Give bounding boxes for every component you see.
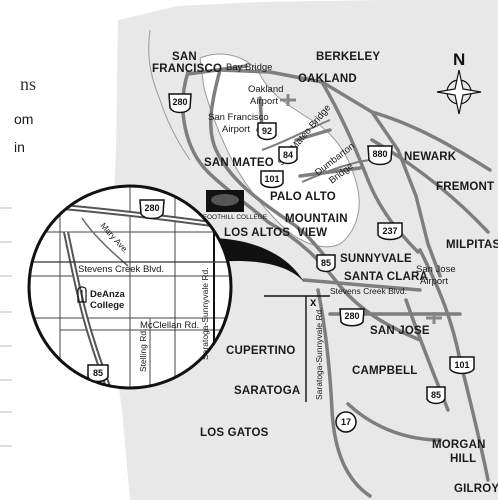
label-sunnyvale: SUNNYVALE: [340, 253, 412, 265]
shield-r85-south: 85: [426, 386, 446, 405]
svg-text:85: 85: [321, 258, 331, 268]
inset-border: [27, 184, 233, 390]
label-oakland-airport-1: Oakland: [248, 84, 283, 95]
label-mountain-view-1: MOUNTAIN: [285, 213, 348, 225]
label-foothill-college: FOOTHILL COLLEGE: [203, 214, 268, 221]
svg-text:280: 280: [144, 203, 159, 213]
inset-label-mcclellan: McClellan Rd.: [140, 320, 199, 331]
label-sf-airport-1: San Francisco: [208, 112, 269, 123]
north-label: N: [453, 50, 465, 69]
inset-label-stevens-creek: Stevens Creek Blvd.: [78, 264, 164, 275]
de-anza-college-logo: [77, 286, 87, 303]
shield-r85-main: 85: [316, 254, 336, 273]
svg-text:280: 280: [344, 311, 359, 321]
highway-shields: 280 92 84 880 101 237 85 280: [168, 93, 475, 433]
label-san-francisco-2: FRANCISCO: [152, 63, 222, 75]
label-sj-airport-1: San Jose: [416, 264, 456, 275]
label-oakland-airport-2: Airport: [250, 96, 278, 107]
callout-pointer: [214, 238, 330, 402]
svg-text:101: 101: [454, 360, 469, 370]
label-santa-clara: SANTA CLARA: [344, 271, 428, 283]
inset-label-de-anza-1: DeAnza: [90, 289, 126, 300]
label-san-jose: SAN JOSE: [370, 325, 430, 337]
bridge-lines: [261, 119, 371, 183]
label-gilroy: GILROY: [454, 483, 498, 495]
airplane-icon: [426, 312, 442, 324]
label-mountain-view-2: VIEW: [297, 227, 327, 239]
inset-shield-280: 280: [139, 199, 165, 220]
label-los-altos: LOS ALTOS: [224, 227, 290, 239]
label-los-gatos: LOS GATOS: [200, 427, 269, 439]
svg-text:92: 92: [262, 126, 272, 136]
shield-r101-south: 101: [449, 356, 475, 375]
label-morgan-hill-2: HILL: [450, 453, 476, 465]
label-milpitas: MILPITAS: [446, 239, 498, 251]
label-cupertino: CUPERTINO: [226, 345, 296, 357]
label-fremont: FREMONT: [436, 181, 494, 193]
shield-r92: 92: [257, 122, 277, 141]
edge-line2-fragment: in: [14, 139, 25, 155]
inset-label-de-anza-2: College: [90, 300, 124, 311]
svg-text:237: 237: [382, 226, 397, 236]
label-saratoga: SARATOGA: [234, 385, 300, 397]
airplane-icon: [280, 94, 296, 106]
svg-text:280: 280: [172, 97, 187, 107]
label-saratoga-sunnyvale-main: Saratoga-Sunnyvale Rd.: [314, 307, 324, 400]
svg-text:880: 880: [372, 149, 387, 159]
label-bay-bridge: Bay Bridge: [226, 62, 272, 73]
shield-r101-palo-alto: 101: [260, 170, 284, 189]
label-san-francisco-1: SAN: [172, 51, 197, 63]
label-sf-airport-2: Airport: [222, 124, 250, 135]
shield-i880: 880: [367, 145, 393, 166]
label-campbell: CAMPBELL: [352, 365, 418, 377]
label-x-marker: x: [310, 297, 317, 309]
inset-label-saratoga-sunnyvale: Saratoga-Sunnyvale Rd.: [200, 267, 210, 360]
label-berkeley: BERKELEY: [316, 51, 380, 63]
shield-r84: 84: [278, 146, 298, 165]
edge-heading-fragment: ns: [20, 74, 36, 94]
ocean-shore: [148, 29, 191, 161]
edge-table-rules: [0, 207, 12, 447]
inset-shield-85: 85: [87, 364, 109, 383]
foothill-college-logo: [206, 190, 244, 212]
label-oakland: OAKLAND: [298, 73, 357, 85]
shield-i280-sj: 280: [339, 308, 365, 327]
inset-label-stelling: Stelling Rd.: [138, 329, 148, 372]
label-newark: NEWARK: [404, 151, 457, 163]
edge-line1-fragment: om: [14, 111, 33, 127]
svg-text:17: 17: [341, 417, 351, 427]
label-san-mateo: SAN MATEO: [204, 157, 274, 169]
compass-rose: N: [436, 50, 482, 115]
shield-r17: 17: [335, 411, 357, 433]
label-palo-alto: PALO ALTO: [270, 191, 336, 203]
shield-i280-sf: 280: [168, 93, 192, 114]
shield-r237: 237: [377, 222, 403, 241]
svg-text:101: 101: [264, 174, 279, 184]
label-stevens-creek-main: Stevens Creek Blvd.: [330, 286, 407, 296]
svg-text:85: 85: [93, 368, 103, 378]
label-morgan-hill-1: MORGAN: [432, 439, 486, 451]
label-sj-airport-2: Airport: [420, 276, 448, 287]
svg-text:84: 84: [283, 150, 293, 160]
svg-text:85: 85: [431, 390, 441, 400]
